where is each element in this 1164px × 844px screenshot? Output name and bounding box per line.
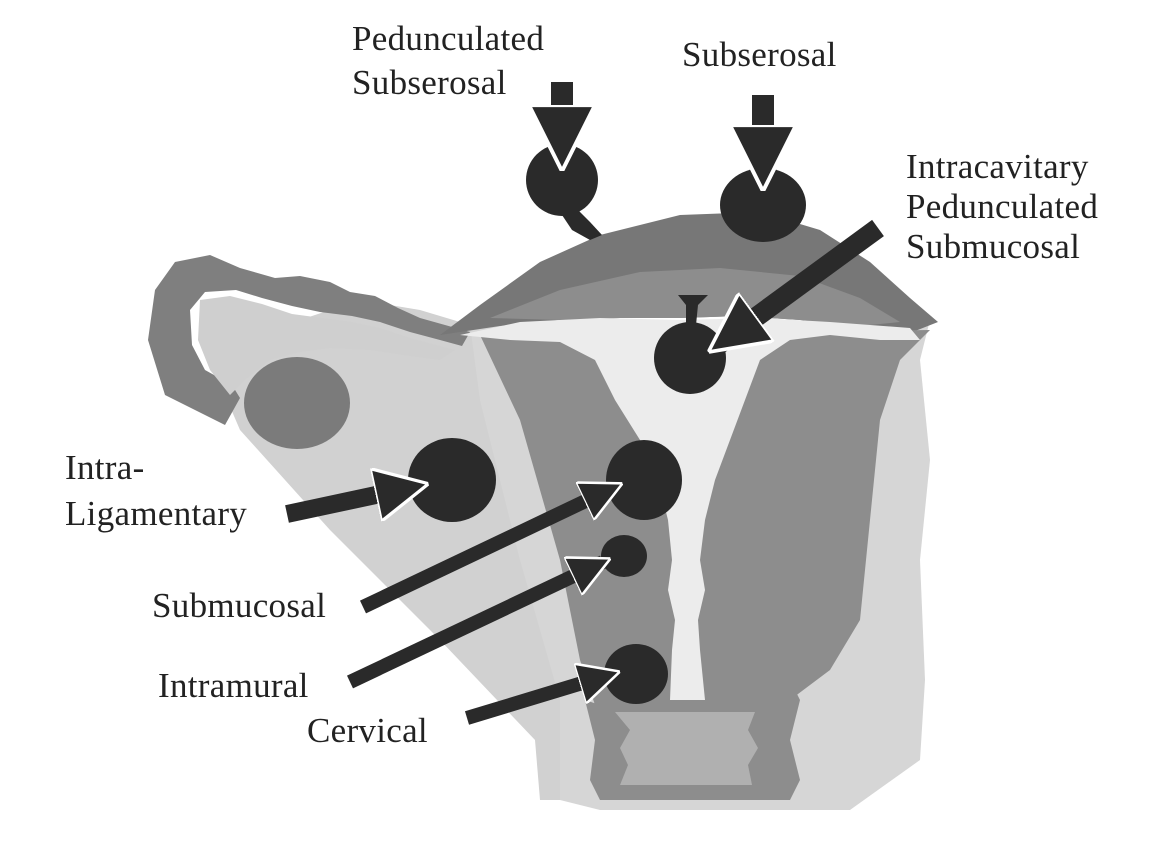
label-intramural: Intramural [158, 666, 309, 705]
arrow-intracavitary [718, 219, 884, 345]
label-intracavitary: Intracavitary Pedunculated Submucosal [906, 147, 1107, 266]
arrow-submucosal [359, 480, 615, 614]
label-intracavitary-line2: Pedunculated [906, 187, 1098, 226]
intraligamentary-fibroid [408, 438, 496, 522]
arrow-intramural [347, 555, 603, 689]
pedunculated-subserosal-stalk [560, 210, 602, 240]
uterine-cavity [460, 318, 920, 700]
intracavitary-stalk [678, 295, 708, 325]
cervical-canal [615, 712, 758, 785]
fimbria-light [198, 296, 455, 395]
ovary [244, 357, 350, 449]
intramural-fibroid [601, 535, 647, 577]
submucosal-fibroid [606, 440, 682, 520]
label-intraligamentary-line2: Ligamentary [65, 494, 247, 533]
subserosal-fibroid [720, 168, 806, 242]
cervical-fibroid [604, 644, 668, 704]
arrow-intraligamentary [285, 486, 418, 523]
label-intracavitary-line3: Submucosal [906, 227, 1080, 266]
label-cervical: Cervical [307, 711, 428, 750]
label-submucosal: Submucosal [152, 586, 326, 625]
label-intraligamentary-line1: Intra- [65, 448, 145, 487]
arrow-cervical [464, 674, 612, 725]
label-intracavitary-line1: Intracavitary [906, 147, 1089, 186]
label-pedunculated-subserosal-line1: Pedunculated [352, 19, 544, 58]
label-subserosal: Subserosal [682, 35, 837, 74]
label-pedunculated-subserosal-line2: Subserosal [352, 63, 507, 102]
label-pedunculated-subserosal: Pedunculated Subserosal [352, 19, 553, 102]
fallopian-tube [148, 255, 470, 425]
intracavitary-fibroid [654, 322, 726, 394]
label-intraligamentary: Intra- Ligamentary [65, 448, 247, 533]
